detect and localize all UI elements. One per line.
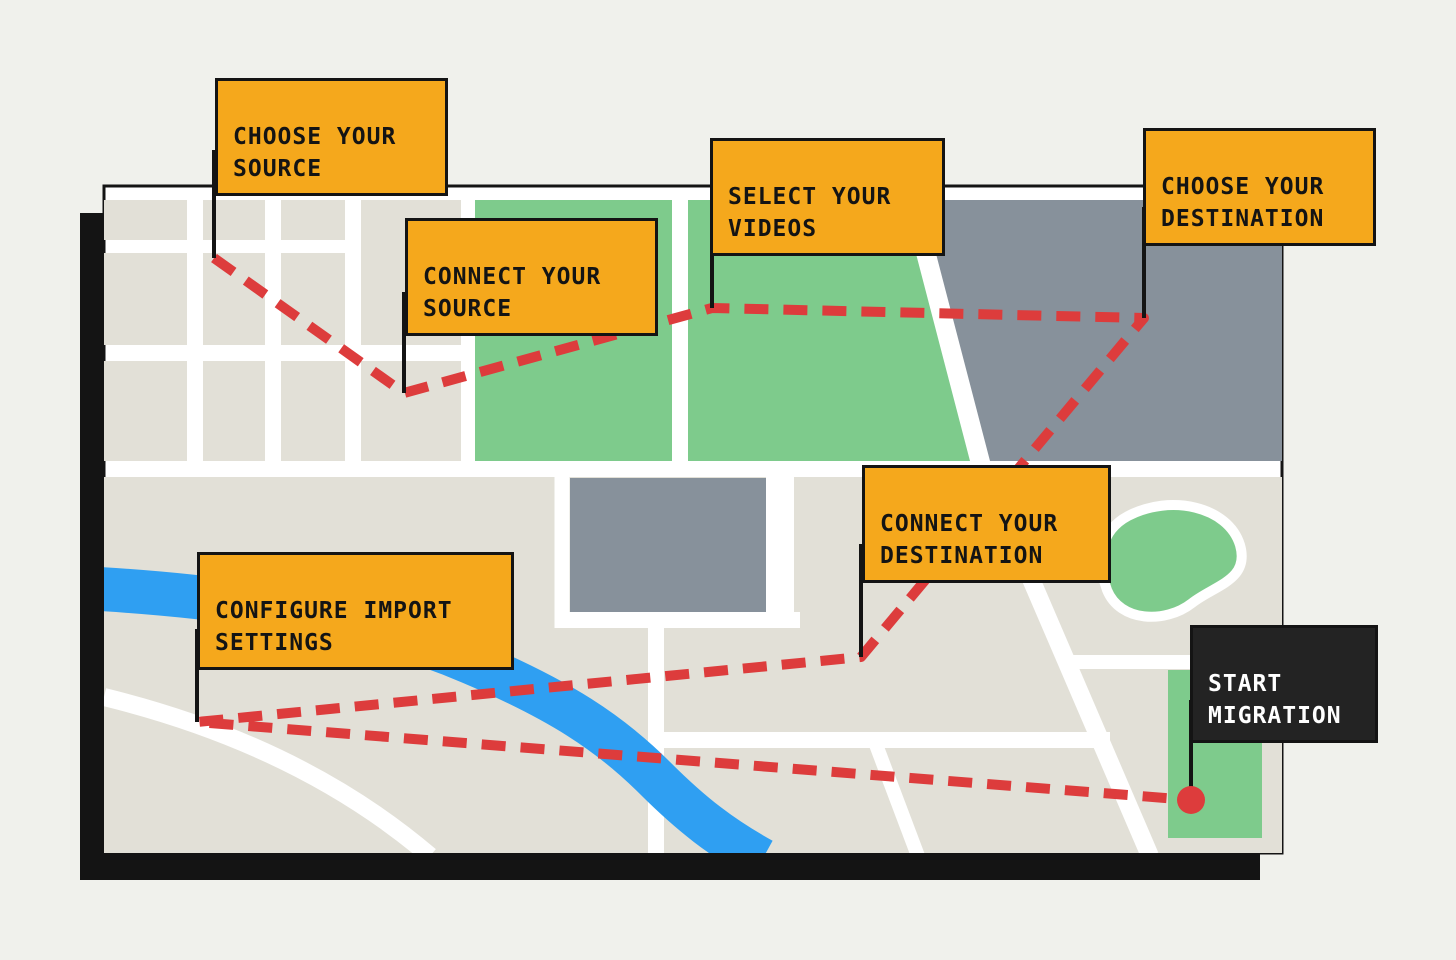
step-label-choose-destination: CHOOSE YOUR DESTINATION — [1143, 128, 1376, 246]
step-label-text: CHOOSE YOUR SOURCE — [233, 124, 397, 182]
gray-districts — [570, 200, 1282, 612]
destination-marker-dot — [1177, 786, 1205, 814]
step-label-start-migration: START MIGRATION — [1190, 625, 1378, 743]
step-label-configure-import-settings: CONFIGURE IMPORT SETTINGS — [197, 552, 514, 670]
step-label-text: SELECT YOUR VIDEOS — [728, 184, 892, 242]
step-label-connect-destination: CONNECT YOUR DESTINATION — [862, 465, 1111, 583]
step-label-text: CONNECT YOUR DESTINATION — [880, 511, 1059, 569]
step-label-text: CHOOSE YOUR DESTINATION — [1161, 174, 1325, 232]
step-label-connect-source: CONNECT YOUR SOURCE — [405, 218, 658, 336]
step-label-text: START MIGRATION — [1208, 671, 1342, 729]
step-label-text: CONNECT YOUR SOURCE — [423, 264, 602, 322]
step-label-text: CONFIGURE IMPORT SETTINGS — [215, 598, 453, 656]
step-label-choose-source: CHOOSE YOUR SOURCE — [215, 78, 448, 196]
step-label-select-videos: SELECT YOUR VIDEOS — [710, 138, 945, 256]
